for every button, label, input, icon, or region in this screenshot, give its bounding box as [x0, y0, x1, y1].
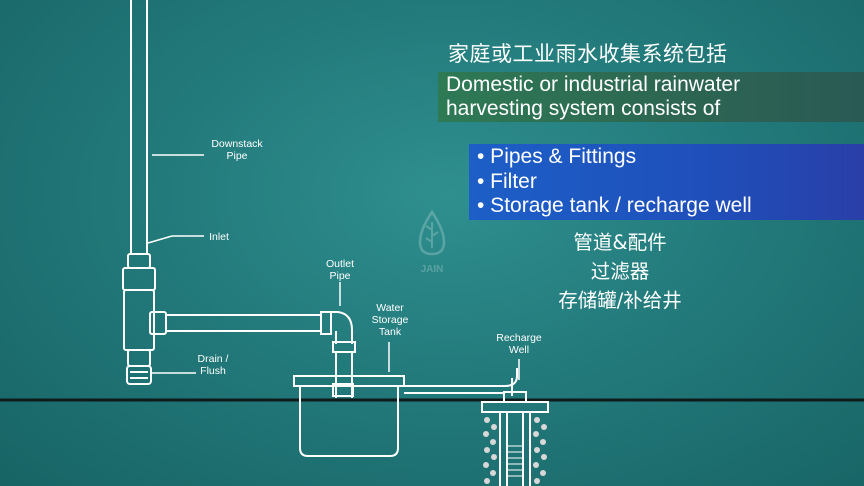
title-english-line-1: Domestic or industrial rainwater: [446, 73, 741, 96]
storage-tank: [293, 375, 405, 457]
leader-lines: [147, 154, 520, 380]
component-item-zh: 存储罐/补给井: [558, 289, 682, 312]
components-list-banner: • Pipes & Fittings • Filter • Storage ta…: [469, 144, 864, 220]
overflow-pipe: [404, 368, 518, 396]
jain-logo-watermark: JAIN: [418, 209, 446, 275]
title-chinese: 家庭或工业雨水收集系统包括: [448, 42, 728, 66]
recharge-well: [481, 391, 549, 486]
svg-text:JAIN: JAIN: [421, 264, 444, 275]
component-item: • Filter: [477, 169, 537, 193]
component-item: • Pipes & Fittings: [477, 145, 637, 168]
components-list-chinese: 管道&配件 过滤器 存储罐/补给井: [520, 228, 720, 315]
label-water-storage-tank: Water Storage Tank: [371, 302, 409, 338]
recharge-well-gravel: [483, 417, 547, 484]
label-inlet: Inlet: [209, 231, 229, 243]
component-item: • Storage tank / recharge well: [477, 194, 752, 217]
title-english-line-2: harvesting system consists of: [446, 97, 721, 120]
label-outlet-pipe: Outlet Pipe: [325, 258, 354, 282]
component-item-zh: 过滤器: [590, 260, 650, 283]
title-english-banner: Domestic or industrial rainwater harvest…: [438, 72, 864, 122]
downstack-pipe: [122, 0, 167, 385]
label-recharge-well: Recharge Well: [496, 332, 542, 356]
label-drain-flush: Drain / Flush: [197, 353, 229, 377]
label-downstack-pipe: Downstack Pipe: [211, 138, 263, 162]
component-item-zh: 管道&配件: [573, 231, 667, 254]
